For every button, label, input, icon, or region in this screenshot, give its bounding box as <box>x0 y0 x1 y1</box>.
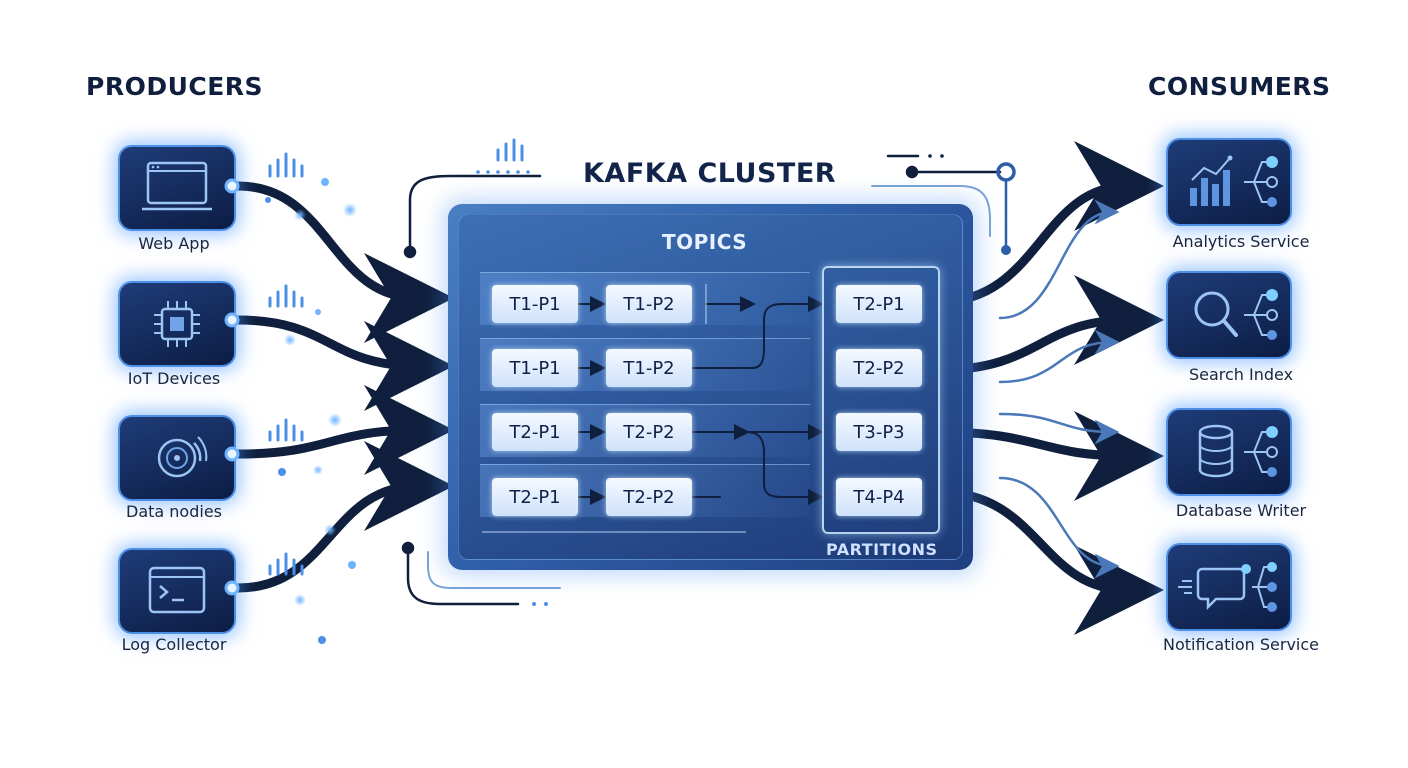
producer-data-nodies[interactable] <box>118 415 236 501</box>
producers-heading: PRODUCERS <box>86 72 264 101</box>
producer-label-web-app: Web App <box>138 234 210 253</box>
database-icon <box>1198 424 1278 478</box>
bar-chart-icon <box>1190 155 1278 207</box>
arrow-search-thin <box>998 329 1120 384</box>
producer-label-data: Data nodies <box>126 502 222 521</box>
consumer-label-search: Search Index <box>1188 365 1294 384</box>
consumer-label-database: Database Writer <box>1175 501 1307 520</box>
arrow-web-app <box>233 181 454 343</box>
signal-bars <box>268 152 304 576</box>
partition-chip[interactable]: T3-P3 <box>836 413 922 451</box>
magnifier-icon <box>1194 289 1278 340</box>
producer-arrows <box>233 181 454 593</box>
topic-chip[interactable]: T1-P2 <box>606 285 692 323</box>
browser-window-icon <box>142 161 212 211</box>
topic-chip[interactable]: T2-P2 <box>606 413 692 451</box>
consumer-label-notification: Notification Service <box>1162 635 1320 654</box>
consumer-search-index[interactable] <box>1166 271 1292 359</box>
partition-chip[interactable]: T4-P4 <box>836 478 922 516</box>
producer-web-app[interactable] <box>118 145 236 231</box>
consumer-analytics-service[interactable] <box>1166 138 1292 226</box>
arrow-data <box>233 385 454 476</box>
arrow-analytics-thin <box>998 199 1120 320</box>
topic-chip[interactable]: T2-P2 <box>606 478 692 516</box>
arrow-notify-thin <box>998 476 1120 579</box>
cluster-decor <box>401 138 1016 606</box>
topics-label: TOPICS <box>662 230 748 254</box>
producer-iot-devices[interactable] <box>118 281 236 367</box>
arrow-iot <box>233 315 454 411</box>
partition-chip[interactable]: T2-P2 <box>836 349 922 387</box>
consumer-label-analytics: Analytics Service <box>1172 232 1310 251</box>
chat-bubble-icon <box>1178 562 1277 612</box>
arrow-log <box>233 441 454 593</box>
partitions-label: PARTITIONS <box>826 540 938 559</box>
partition-column <box>822 266 940 534</box>
producer-label-iot: IoT Devices <box>127 369 221 388</box>
arrow-db-thin <box>998 412 1120 445</box>
consumers-heading: CONSUMERS <box>1148 72 1331 101</box>
consumer-notification-service[interactable] <box>1166 543 1292 631</box>
cluster-title: KAFKA CLUSTER <box>583 158 837 189</box>
topic-chip[interactable]: T1-P1 <box>492 285 578 323</box>
topic-chip[interactable]: T1-P2 <box>606 349 692 387</box>
producer-label-log: Log Collector <box>121 635 227 654</box>
producer-log-collector[interactable] <box>118 548 236 634</box>
partition-chip[interactable]: T2-P1 <box>836 285 922 323</box>
topic-chip[interactable]: T2-P1 <box>492 478 578 516</box>
topic-chip[interactable]: T1-P1 <box>492 349 578 387</box>
terminal-icon <box>148 566 206 614</box>
chip-icon <box>154 301 200 347</box>
glow-particles <box>265 178 357 644</box>
data-signal-icon <box>157 436 208 478</box>
topic-chip[interactable]: T2-P1 <box>492 413 578 451</box>
consumer-database-writer[interactable] <box>1166 408 1292 496</box>
